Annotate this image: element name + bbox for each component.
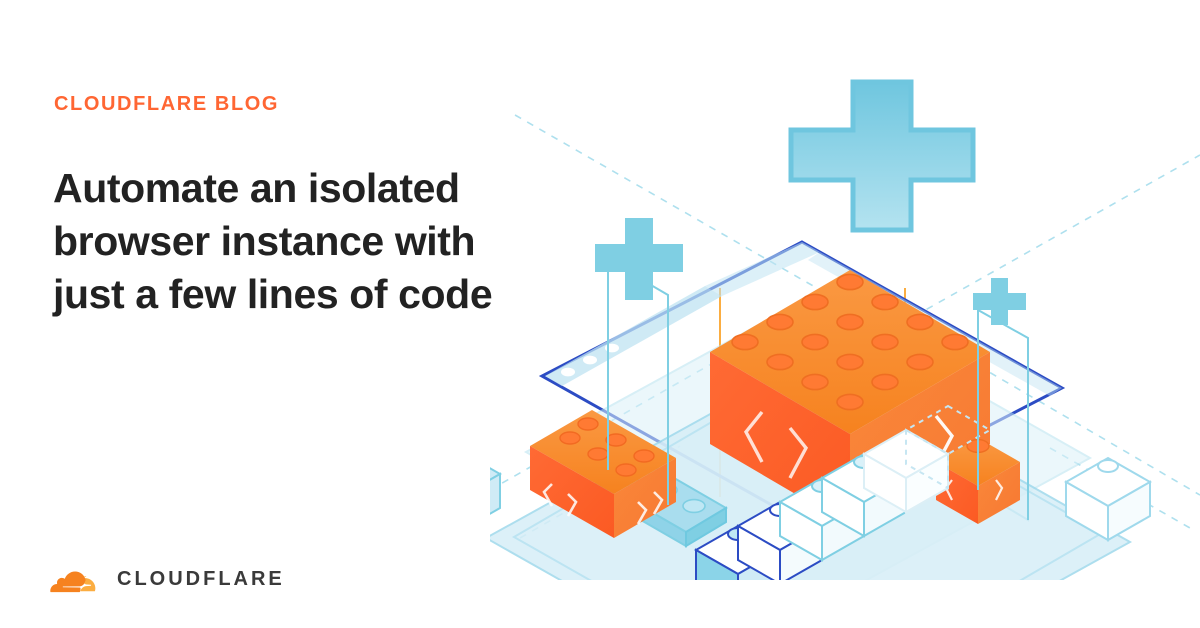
- headline-line-1: Automate an isolated: [53, 165, 460, 211]
- cube-row: [693, 404, 993, 580]
- cloudflare-logo-lockup: CLOUDFLARE: [44, 562, 285, 596]
- cloudflare-cloud-icon: [44, 562, 106, 596]
- dashed-empty-slot: [903, 404, 993, 490]
- loose-cube-blue-left: [490, 467, 503, 515]
- orange-code-block-small: [530, 410, 676, 538]
- page-title: Automate an isolated browser instance wi…: [53, 162, 583, 321]
- loose-cube-white-right: [1063, 456, 1153, 542]
- plus-icon-small: [973, 278, 1026, 325]
- orange-code-cube: [936, 438, 1020, 524]
- plus-icon-large: [788, 79, 976, 233]
- headline-line-2: browser instance with: [53, 217, 476, 264]
- code-bracket-glyph-left: [743, 410, 809, 479]
- plus-icon-medium: [595, 218, 683, 300]
- blog-eyebrow-label: CLOUDFLARE BLOG: [54, 93, 280, 115]
- cloudflare-wordmark: CLOUDFLARE: [117, 568, 285, 590]
- hero-illustration: [490, 60, 1200, 580]
- headline-line-3: just a few lines of code: [53, 270, 493, 317]
- suspension-tubes-front: [607, 260, 1029, 520]
